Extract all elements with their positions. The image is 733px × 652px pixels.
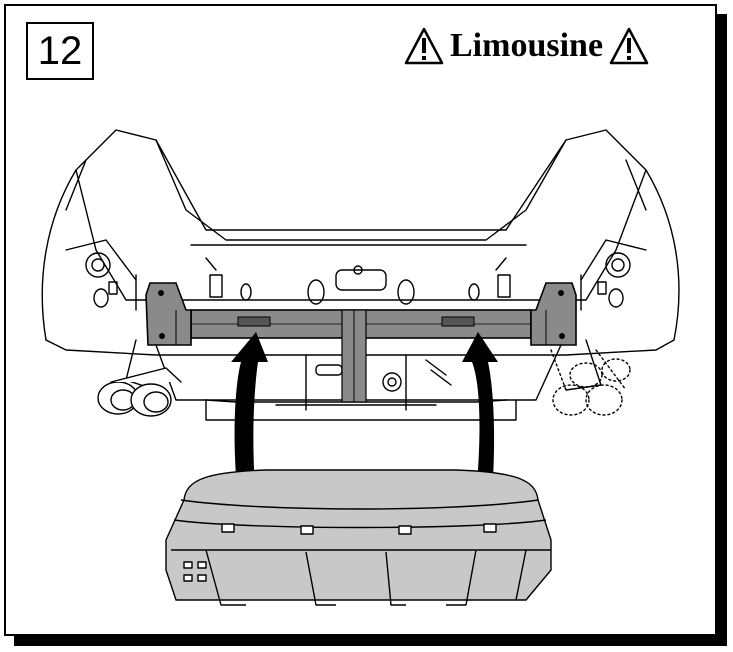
rear-bumper xyxy=(165,469,552,606)
step-number: 12 xyxy=(37,28,83,73)
alternate-exhaust-dotted xyxy=(550,349,631,416)
towbar-bracket-right xyxy=(530,282,577,346)
install-arrow-left xyxy=(231,332,268,500)
variant-header: Limousine xyxy=(404,16,649,76)
warning-triangle-icon xyxy=(404,26,444,66)
assembly-illustration xyxy=(41,129,680,606)
exhaust-tips xyxy=(97,367,182,417)
step-number-box: 12 xyxy=(26,22,94,80)
install-arrow-right xyxy=(462,332,498,495)
warning-triangle-icon xyxy=(609,26,649,66)
car-rear-body xyxy=(41,129,680,356)
variant-label: Limousine xyxy=(450,27,604,64)
towbar-bracket-left xyxy=(145,282,192,346)
